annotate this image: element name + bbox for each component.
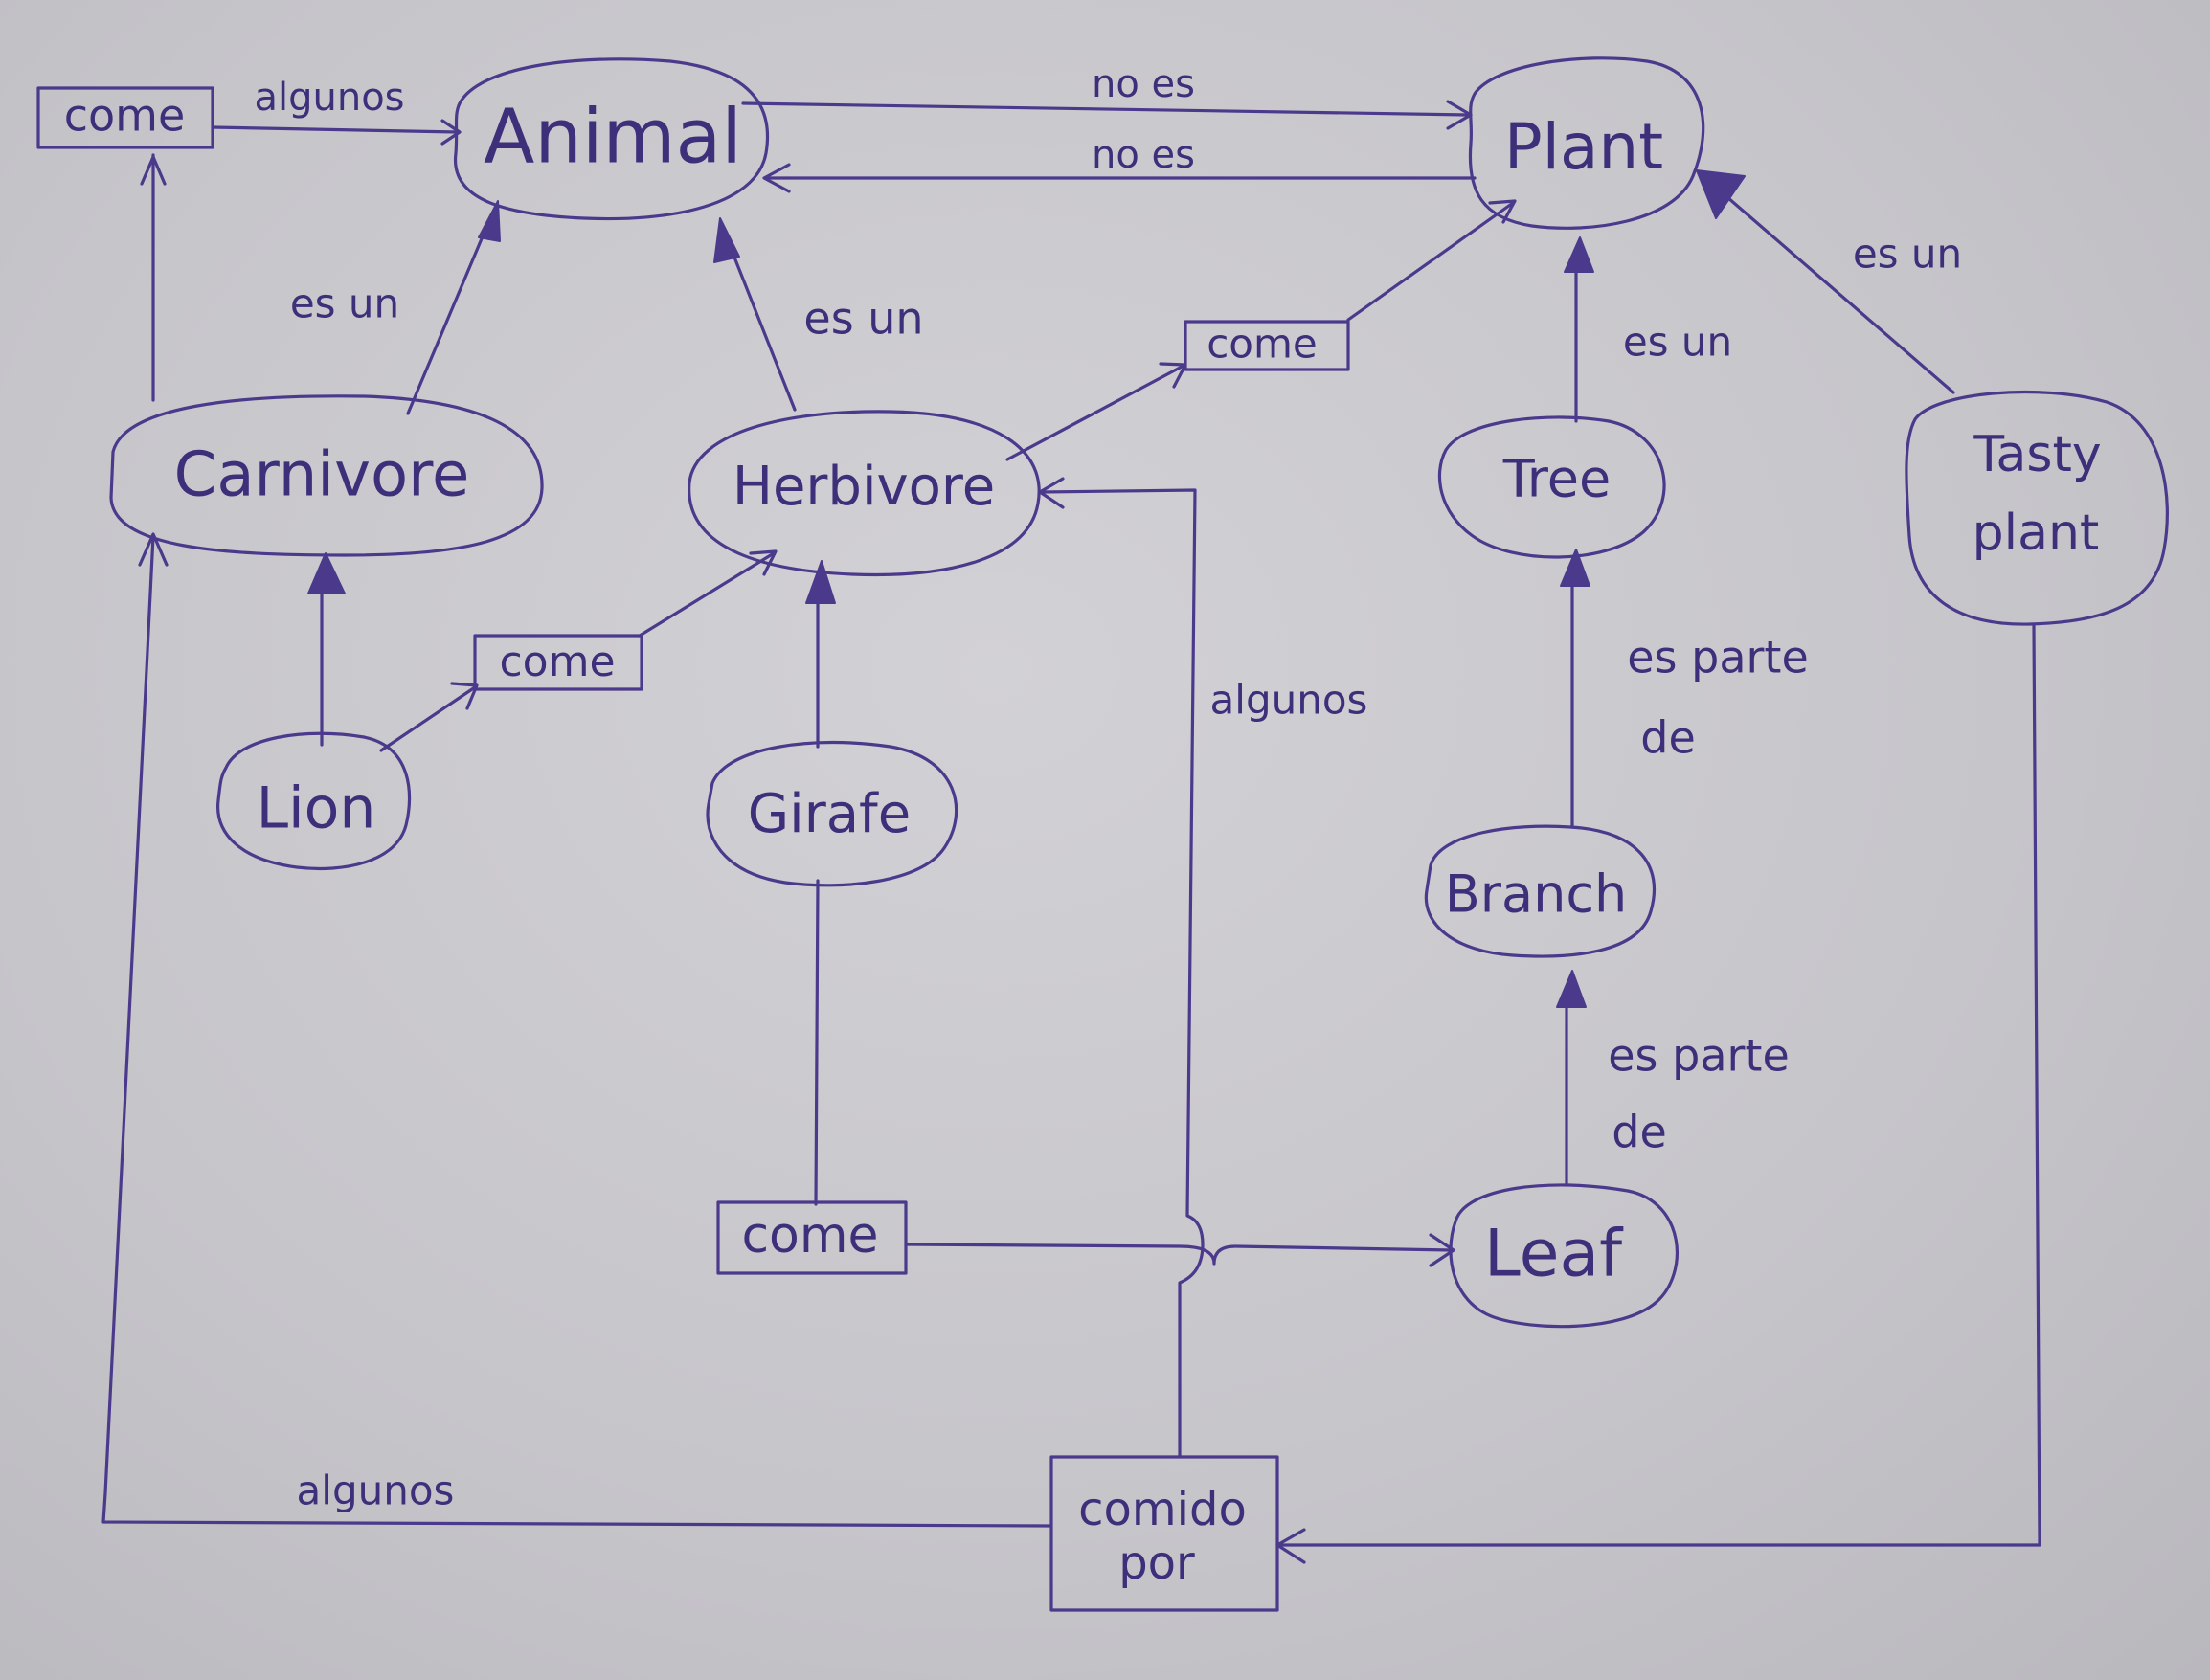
node-leaf-label: Leaf [1484,1217,1624,1292]
edge-label-no-es-2: no es [1092,133,1195,177]
node-branch-shape [1424,824,1657,958]
edge-come-plant [1346,201,1515,322]
node-plant-shape [1468,56,1705,230]
edge-carnivore-animal [406,216,492,415]
edge-girafe-come [814,879,820,1206]
arrowhead-carnivore [138,532,169,567]
arrowhead-herbivore [749,549,778,576]
relation-come-bottom-label: come [741,1207,878,1265]
node-animal-label: Animal [484,94,742,180]
edge-tasty-comido [1277,624,2041,1547]
arrowhead-plant-2 [1488,199,1517,224]
node-branch-label: Branch [1445,864,1627,925]
edge-come-herbivore [638,551,776,638]
node-herbivore-shape [688,410,1041,577]
edge-label-es-un-tree: es un [1623,319,1732,366]
edge-comido-carnivore [101,534,1053,1528]
edge-comido-herbivore [1040,488,1205,1459]
node-girafe-label: Girafe [748,783,911,845]
node-tasty-plant-shape [1905,390,2169,626]
arrowhead-leaf [1429,1233,1455,1267]
triangle-plant-2 [1696,169,1746,219]
edge-label-algunos-bottom: algunos [297,1467,455,1514]
node-tasty-plant-label-1: Tasty [1973,426,2101,483]
edge-label-es-parte-de-2-line1: es parte [1608,1030,1790,1082]
edge-label-es-parte-de-1-line1: es parte [1627,632,1809,683]
edge-label-es-un-carnivore: es un [290,280,399,327]
arrowhead-come-mid-2 [450,682,479,710]
triangle-tree [1560,549,1590,587]
relation-come-top-left-label: come [64,90,186,142]
edge-animal-plant [741,101,1471,117]
node-herbivore-label: Herbivore [733,456,995,518]
edge-label-no-es-1: no es [1092,62,1195,106]
edge-herbivore-animal [724,234,797,412]
node-tree-label: Tree [1502,449,1612,509]
node-lion-label: Lion [257,775,376,842]
relation-come-mid-label: come [499,638,615,686]
edge-label-es-un-tasty: es un [1853,231,1962,278]
node-lion-shape [216,731,412,871]
triangle-plant-1 [1564,236,1594,273]
relation-comido-por-label-1: comido [1078,1483,1247,1536]
node-girafe-shape [706,740,958,887]
edge-lion-come [379,685,477,752]
relation-come-mid-box [473,634,643,691]
node-tree-shape [1437,415,1666,559]
relation-comido-por-label-2: por [1118,1536,1195,1590]
triangle-carnivore [307,552,346,594]
triangle-branch [1556,970,1587,1008]
relation-come-bottom-box [716,1200,908,1275]
arrowhead-animal [440,119,462,146]
triangle-animal-2 [713,217,740,263]
node-tasty-plant-label-2: plant [1973,504,2100,562]
node-carnivore-shape [109,394,544,557]
edge-come-leaf [904,1243,1454,1266]
relation-comido-por-box [1049,1455,1279,1612]
node-animal-shape [453,57,769,221]
arrowhead-come-top-left [140,155,167,186]
edge-herbivore-come [1005,364,1185,461]
triangle-animal-1 [478,200,501,242]
edge-tasty-plant [1712,184,1955,394]
relation-come-top-mid-label: come [1206,321,1318,368]
edge-come-animal [211,125,460,134]
edge-label-es-un-herbivore: es un [803,293,923,345]
edge-label-algunos-top: algunos [254,76,404,120]
arrowhead-animal-2 [762,163,791,193]
relation-come-top-mid-box [1184,320,1350,371]
node-leaf-shape [1449,1183,1679,1329]
triangle-herbivore [805,560,836,604]
edge-label-es-parte-de-2-line2: de [1612,1107,1667,1158]
node-carnivore-label: Carnivore [174,440,470,511]
edge-label-algunos-mid: algunos [1210,677,1368,724]
node-plant-label: Plant [1504,110,1663,184]
relation-come-top-left-box [36,86,214,149]
edge-label-es-parte-de-1-line2: de [1640,712,1696,764]
